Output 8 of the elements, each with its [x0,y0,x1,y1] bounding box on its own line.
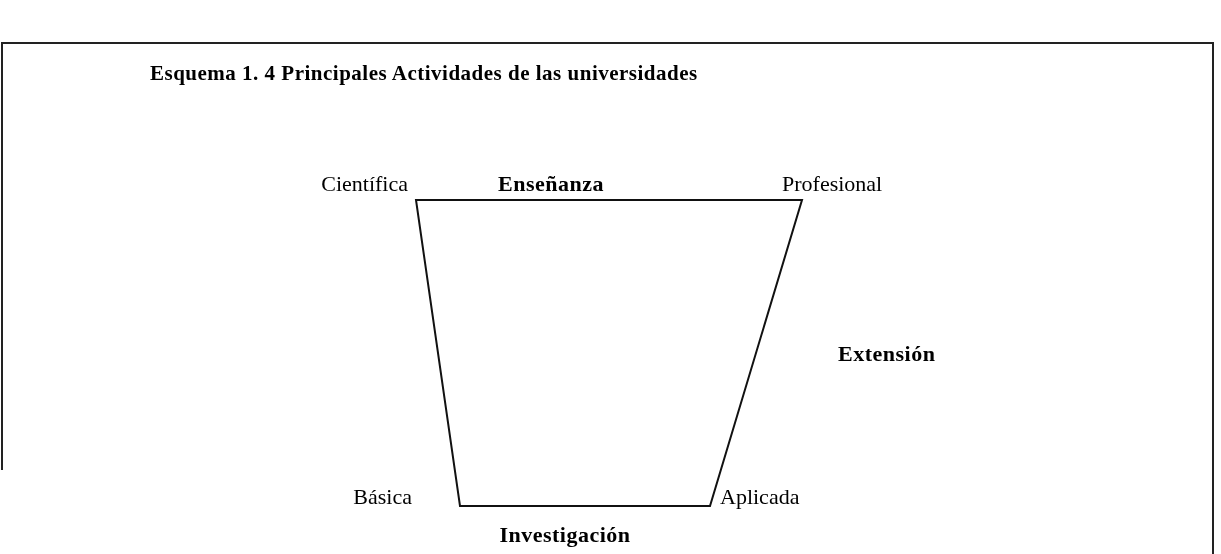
subtype-label: Profesional [782,170,883,198]
diagram-title: Esquema 1. 4 Principales Actividades de las universidades [150,60,698,87]
activity-label: Investigación [499,521,631,549]
activity-label: Enseñanza [498,170,604,198]
subtype-label: Aplicada [720,483,800,511]
subtype-label: Básica [353,483,412,511]
subtype-label: Científica [321,170,408,198]
activity-label: Extensión [838,340,936,368]
